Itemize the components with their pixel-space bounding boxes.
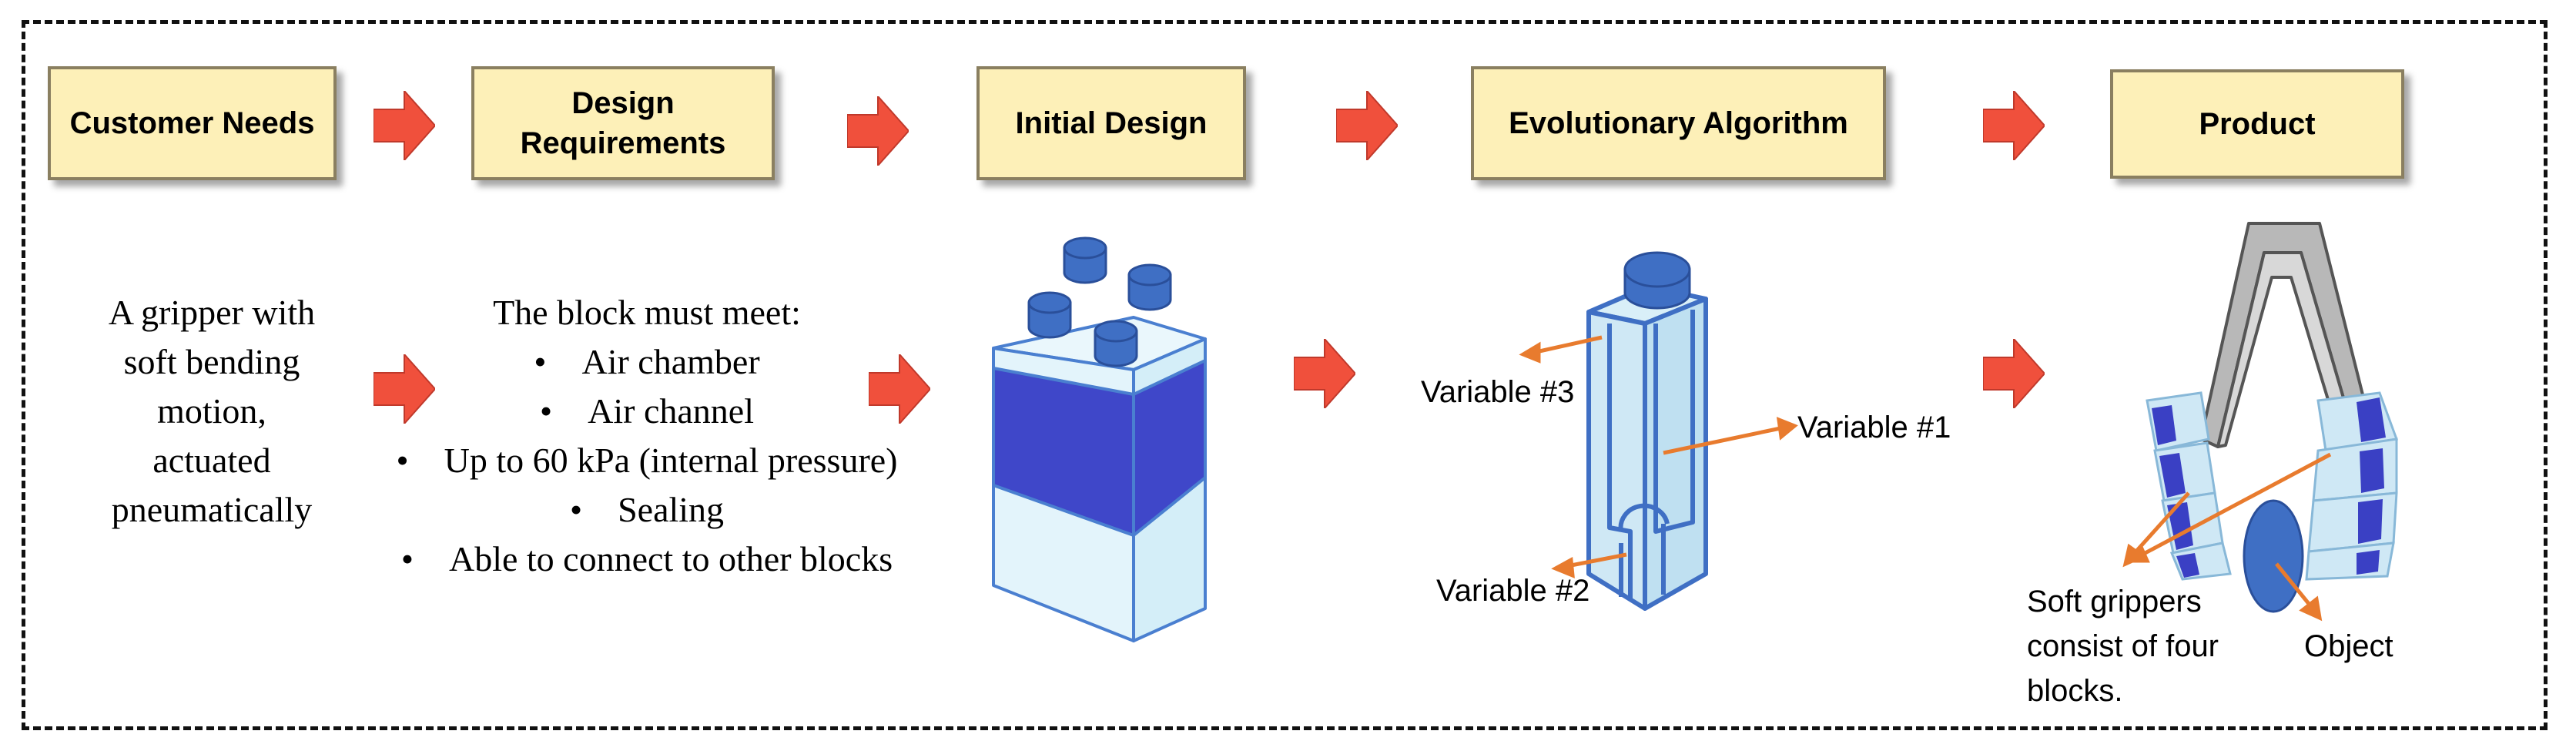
product-caption-line: blocks. xyxy=(2027,674,2123,708)
design-requirements-text: The block must meet: • Air chamber • Air… xyxy=(362,288,932,584)
evolutionary-peg xyxy=(1623,251,1691,310)
product-caption-line: Soft grippers xyxy=(2027,585,2202,619)
red-right-arrow-icon xyxy=(374,354,435,424)
stage-initial-design: Initial Design xyxy=(976,66,1246,180)
dashed-border xyxy=(22,20,2548,730)
initial-design-block xyxy=(992,236,1207,642)
soft-gripper-right xyxy=(2305,391,2399,581)
red-right-arrow-icon xyxy=(1336,91,1398,160)
peg xyxy=(1027,236,1172,367)
bullet-icon: • xyxy=(396,441,444,480)
product-annotation-arrows xyxy=(2122,452,2332,622)
variable-1-label: Variable #1 xyxy=(1797,411,1951,444)
annotation-arrows xyxy=(1519,335,1798,578)
bullet-icon: • xyxy=(534,342,582,381)
stage-product: Product xyxy=(2110,69,2404,179)
evolutionary-block xyxy=(1586,284,1708,611)
requirement-item: • Up to 60 kPa (internal pressure) xyxy=(396,441,898,480)
red-right-arrow-icon xyxy=(1983,339,2045,408)
stage-evolutionary-algorithm: Evolutionary Algorithm xyxy=(1471,66,1886,180)
variable-2-label: Variable #2 xyxy=(1436,574,1590,608)
red-right-arrow-icon xyxy=(374,91,435,160)
customer-needs-line: soft bending xyxy=(123,342,300,381)
customer-needs-line: actuated xyxy=(152,441,271,480)
requirement-item: • Able to connect to other blocks xyxy=(400,539,893,578)
product-caption: Soft grippers consist of four blocks. xyxy=(2027,579,2219,713)
requirement-item: • Air chamber xyxy=(534,342,760,381)
object-label: Object xyxy=(2304,629,2393,663)
customer-needs-line: A gripper with xyxy=(108,293,316,332)
stage-design-requirements: Design Requirements xyxy=(471,66,775,180)
red-right-arrow-icon xyxy=(1983,91,2045,160)
customer-needs-line: pneumatically xyxy=(111,490,313,529)
requirement-item: • Air channel xyxy=(540,391,754,431)
object-shape xyxy=(2243,499,2304,613)
customer-needs-line: motion, xyxy=(157,391,266,431)
bullet-icon: • xyxy=(569,490,618,529)
bullet-icon: • xyxy=(540,391,588,431)
requirement-item: • Sealing xyxy=(569,490,725,529)
soft-gripper-left xyxy=(2146,391,2232,581)
red-right-arrow-icon xyxy=(1294,339,1355,408)
red-right-arrow-icon xyxy=(847,96,909,166)
stage-customer-needs: Customer Needs xyxy=(48,66,337,180)
bullet-icon: • xyxy=(400,539,449,578)
product-caption-line: consist of four xyxy=(2027,629,2219,663)
customer-needs-text: A gripper with soft bending motion, actu… xyxy=(69,288,354,535)
red-right-arrow-icon xyxy=(869,354,930,424)
requirements-heading: The block must meet: xyxy=(493,293,801,332)
variable-3-label: Variable #3 xyxy=(1421,375,1575,409)
